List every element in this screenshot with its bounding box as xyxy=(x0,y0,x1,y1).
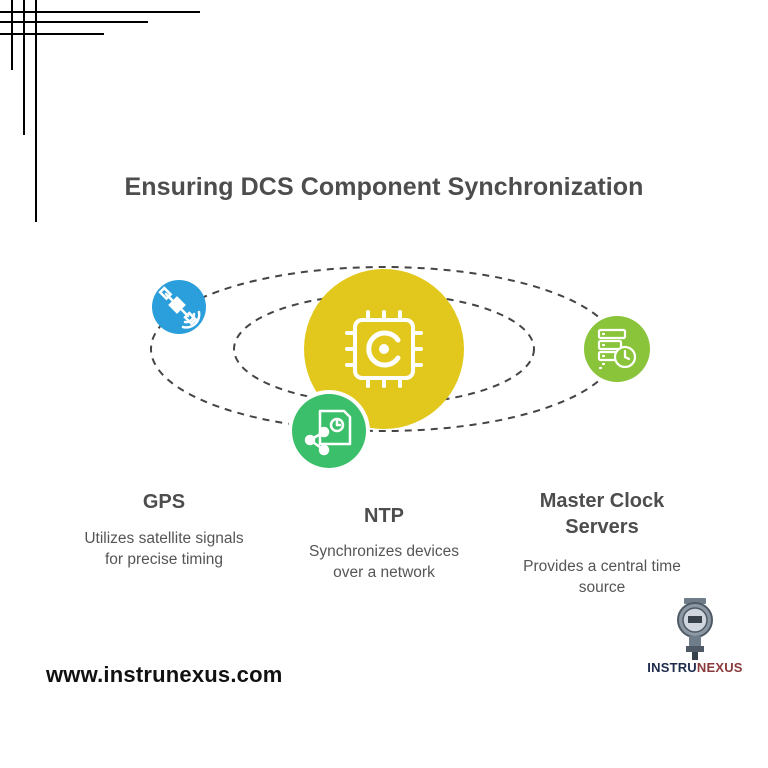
master-clock-description: Provides a central time source xyxy=(523,558,681,596)
ntp-description: Synchronizes devices over a network xyxy=(309,543,459,581)
corner-decoration xyxy=(0,0,200,222)
network-share-document-icon xyxy=(304,409,352,456)
gps-description: Utilizes satellite signals for precise t… xyxy=(84,530,244,568)
master-clock-title: Master Clock Servers xyxy=(539,490,665,538)
server-clock-icon xyxy=(597,328,637,370)
processor-chip-icon xyxy=(345,310,423,388)
master-clock-node xyxy=(584,316,650,382)
sync-diagram xyxy=(150,266,650,470)
brand-logo: INSTRUNEXUS xyxy=(640,596,750,686)
gps-node xyxy=(152,280,206,334)
pressure-transmitter-icon xyxy=(677,598,713,660)
center-node xyxy=(304,269,464,429)
ntp-node xyxy=(288,390,370,470)
logo-wordmark: INSTRUNEXUS xyxy=(647,660,743,675)
page-title: Ensuring DCS Component Synchronization xyxy=(124,173,644,201)
satellite-icon xyxy=(158,286,201,329)
website-url[interactable]: www.instrunexus.com xyxy=(46,662,283,687)
ntp-title: NTP xyxy=(364,505,404,527)
gps-title: GPS xyxy=(142,491,186,513)
